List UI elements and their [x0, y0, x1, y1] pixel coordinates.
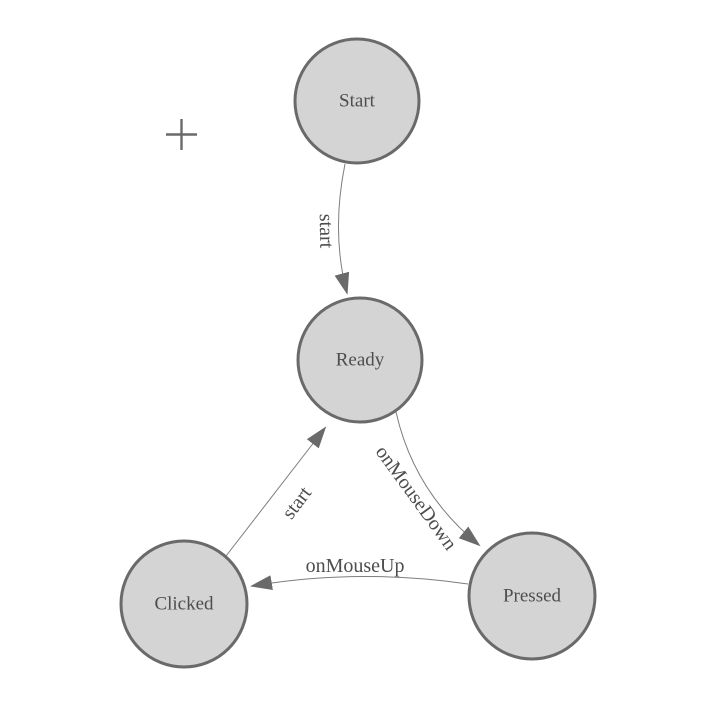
node-label: Start [339, 91, 376, 112]
node-circle[interactable] [467, 531, 597, 661]
edge-start-to-ready[interactable]: start [315, 163, 350, 295]
node-pressed[interactable]: Pressed [467, 531, 597, 661]
node-start[interactable]: Start [293, 37, 421, 165]
edge-label: onMouseDown [371, 442, 461, 555]
node-circle[interactable] [296, 296, 424, 424]
node-label: Ready [336, 350, 385, 371]
edge-label: start [315, 214, 338, 249]
node-label: Pressed [503, 586, 562, 607]
crosshair-cursor [166, 119, 197, 150]
edge-path[interactable] [225, 426, 327, 557]
node-ready[interactable]: Ready [296, 296, 424, 424]
edge-label: start [278, 482, 317, 523]
edge-path[interactable] [395, 411, 481, 547]
node-clicked[interactable]: Clicked [119, 539, 249, 669]
edge-pressed-to-clicked[interactable]: onMouseUp [250, 555, 469, 591]
node-circle[interactable] [119, 539, 249, 669]
edge-label: onMouseUp [306, 555, 405, 577]
node-circle[interactable] [293, 37, 421, 165]
edge-path[interactable] [334, 163, 350, 295]
edge-ready-to-pressed[interactable]: onMouseDown [371, 411, 481, 555]
edge-clicked-to-ready[interactable]: start [225, 426, 327, 557]
node-label: Clicked [154, 594, 214, 615]
edge-path[interactable] [250, 575, 469, 591]
